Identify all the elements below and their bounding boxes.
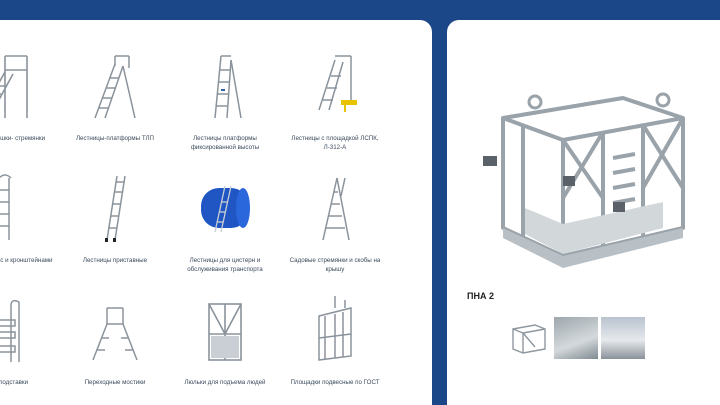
catalog-item-label: Садовые стремянки и скобы на крышу bbox=[289, 257, 381, 273]
catalog-grid: движные вышки- стремянки Лестницы-платфо… bbox=[0, 50, 390, 405]
catalog-panel: движные вышки- стремянки Лестницы-платфо… bbox=[0, 20, 432, 405]
catalog-item[interactable]: Лестницы приставные bbox=[60, 172, 170, 294]
platform-ladder-icon bbox=[94, 55, 136, 119]
step-stand-icon bbox=[0, 299, 20, 362]
catalog-item-label: Переходные мостики bbox=[84, 379, 146, 386]
catalog-item[interactable]: Садовые стремянки и скобы на крышу bbox=[280, 172, 390, 294]
thumb-render-icon[interactable] bbox=[507, 317, 551, 359]
mobile-tower-ladder-icon bbox=[0, 55, 28, 118]
catalog-item-label: Люльки для подъема людей bbox=[184, 379, 266, 386]
catalog-item[interactable]: ицы навесные с и кронштейнами bbox=[0, 172, 60, 294]
garden-stepladder-icon bbox=[322, 177, 350, 241]
catalog-item[interactable]: Лестницы с площадкой ЛСПК, Л-312-А bbox=[280, 50, 390, 172]
catalog-item-label: Площадки подвесные по ГОСТ bbox=[290, 379, 380, 386]
catalog-item-label: Лестницы платформы фиксированной высоты bbox=[190, 135, 260, 151]
crossover-bridge-icon bbox=[92, 307, 138, 361]
catalog-item[interactable]: Площадки подвесные по ГОСТ bbox=[280, 294, 390, 405]
catalog-item[interactable]: Лестницы для цистерн и обслуживания тран… bbox=[170, 172, 280, 294]
cradle-product-image[interactable] bbox=[463, 78, 703, 278]
product-caption: ПНА 2 bbox=[467, 291, 494, 301]
catalog-item-label: движные вышки- стремянки bbox=[0, 135, 46, 142]
catalog-item-label: Лестницы для цистерн и обслуживания тран… bbox=[187, 257, 263, 273]
landing-ladder-icon bbox=[318, 55, 357, 112]
product-panel: ПНА 2 bbox=[447, 20, 720, 405]
catalog-item[interactable]: Лестницы-платформы ТЛП bbox=[60, 50, 170, 172]
lifting-cradle-icon bbox=[208, 303, 242, 361]
thumb-photo-1-icon[interactable] bbox=[554, 317, 598, 359]
catalog-item-label: Лестницы с площадкой ЛСПК, Л-312-А bbox=[291, 135, 379, 151]
tank-ladder-icon bbox=[201, 185, 250, 233]
catalog-item[interactable]: жные подставки bbox=[0, 294, 60, 405]
catalog-item[interactable]: Переходные мостики bbox=[60, 294, 170, 405]
catalog-item[interactable]: Люльки для подъема людей bbox=[170, 294, 280, 405]
catalog-item-label: ицы навесные с и кронштейнами bbox=[0, 257, 53, 264]
fixed-platform-ladder-icon bbox=[214, 55, 242, 119]
thumb-photo-2-icon[interactable] bbox=[601, 317, 645, 359]
thumbnail-strip bbox=[507, 317, 645, 359]
suspended-platform-icon bbox=[318, 296, 352, 361]
lean-ladder-icon bbox=[105, 175, 126, 242]
catalog-item-label: Лестницы-платформы ТЛП bbox=[76, 135, 154, 142]
catalog-item[interactable]: Лестницы платформы фиксированной высоты bbox=[170, 50, 280, 172]
catalog-item[interactable]: движные вышки- стремянки bbox=[0, 50, 60, 172]
catalog-item-label: Лестницы приставные bbox=[82, 257, 148, 264]
hanging-ladder-icon bbox=[0, 174, 12, 240]
catalog-item-label: жные подставки bbox=[0, 379, 29, 386]
